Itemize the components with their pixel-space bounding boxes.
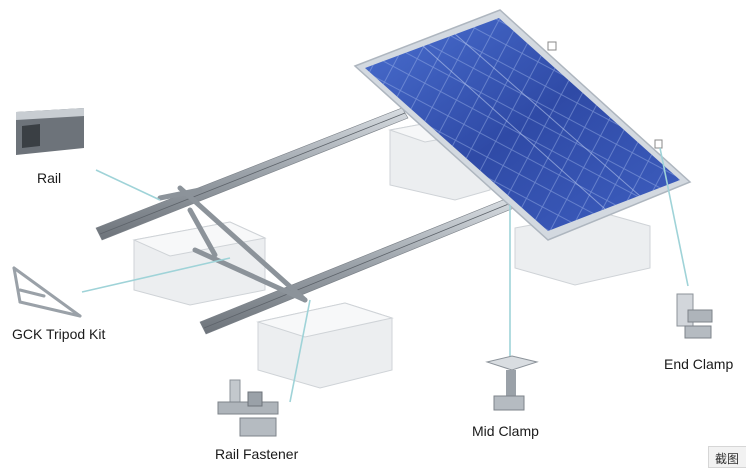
label-mid-clamp: Mid Clamp [472,423,539,439]
tripod-frame [157,185,308,303]
tripod-kit-icon [12,266,82,318]
ballast-block-front-left [132,221,267,306]
end-clamp-icon [676,293,713,339]
label-rail: Rail [37,170,62,186]
clamp-marker-top [547,41,557,51]
rail-fastener-icon [217,379,279,437]
label-rail-fastener: Rail Fastener [215,446,299,462]
label-tripod-kit: GCK Tripod Kit [12,326,106,342]
screenshot-tag[interactable]: 截图 [708,446,746,468]
rail-back [95,107,409,241]
leader-lines [81,147,689,403]
ballast-block-front-right [256,302,394,389]
solar-panel [353,9,692,241]
label-end-clamp: End Clamp [664,356,734,372]
clamp-marker-right [654,139,663,149]
mid-clamp-icon [485,355,539,411]
rail-profile-icon [10,103,88,158]
